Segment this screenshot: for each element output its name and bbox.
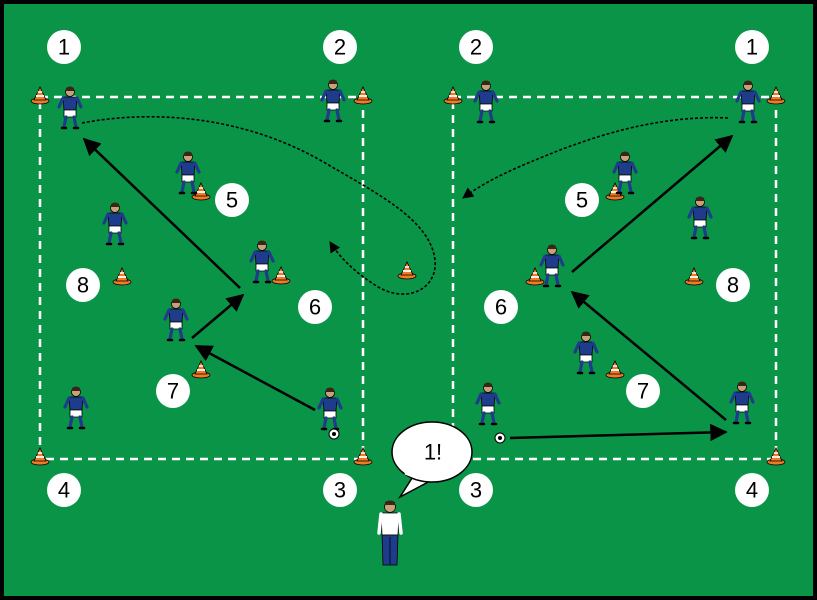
- pass-arrow: [194, 344, 316, 412]
- label-8: 8: [77, 273, 89, 298]
- label-6: 6: [495, 295, 507, 320]
- label-2: 2: [334, 35, 346, 60]
- pass-arrow: [509, 423, 728, 442]
- right-field-labels: 1 2 3 4 5 6 7 8: [459, 30, 769, 507]
- pass-arrows: [82, 134, 734, 442]
- label-5: 5: [226, 188, 238, 213]
- pass-arrow: [191, 293, 245, 339]
- pass-arrow: [571, 134, 734, 273]
- speech-bubble-icon: [391, 421, 473, 499]
- coach-speech: 1!: [424, 440, 442, 465]
- coach-icon: [377, 500, 403, 566]
- pitch: [4, 4, 813, 596]
- pass-arrow: [82, 137, 241, 289]
- right-field-boundary: [451, 95, 778, 461]
- dribble-path-left: [81, 115, 436, 295]
- left-field-labels: 1 2 3 4 5 6 7 8: [47, 30, 357, 507]
- ball-icon: [494, 432, 506, 444]
- label-3: 3: [334, 478, 346, 503]
- left-field-boundary: [38, 95, 365, 461]
- label-5: 5: [576, 188, 588, 213]
- label-6: 6: [309, 295, 321, 320]
- label-2: 2: [470, 35, 482, 60]
- pass-arrow: [570, 290, 727, 421]
- label-8: 8: [727, 273, 739, 298]
- label-4: 4: [746, 478, 758, 503]
- label-3: 3: [470, 478, 482, 503]
- label-1: 1: [746, 35, 758, 60]
- label-1: 1: [58, 35, 70, 60]
- label-7: 7: [167, 379, 179, 404]
- label-4: 4: [58, 478, 70, 503]
- ball-icon: [328, 428, 340, 440]
- dribble-path-right: [462, 116, 729, 199]
- label-7: 7: [637, 379, 649, 404]
